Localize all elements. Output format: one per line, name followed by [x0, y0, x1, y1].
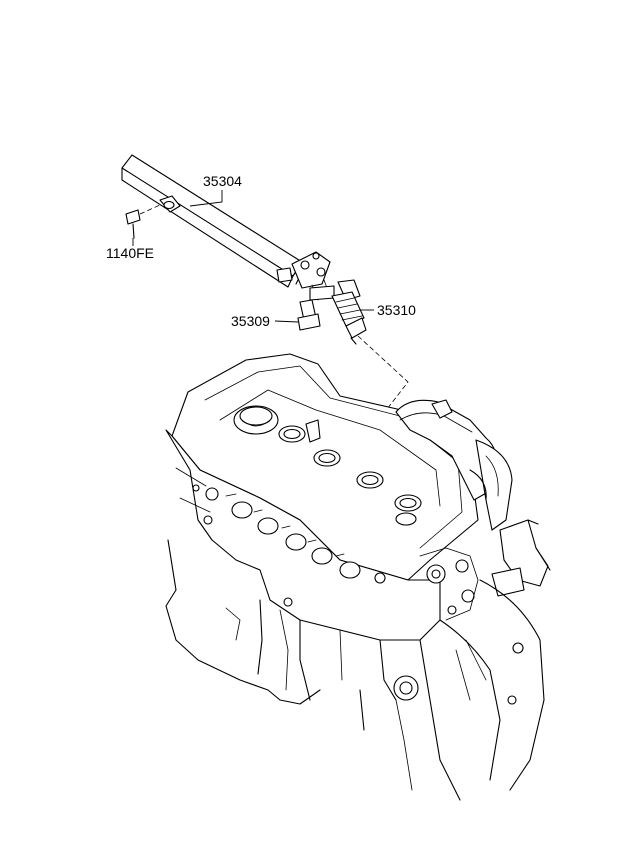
- callout-35309[interactable]: 35309: [231, 313, 270, 329]
- callout-35304[interactable]: 35304: [203, 173, 242, 189]
- bolt-part[interactable]: [125, 204, 161, 239]
- injector-part[interactable]: [317, 279, 409, 513]
- insulator-part[interactable]: [297, 299, 321, 331]
- callout-35310[interactable]: 35310: [377, 302, 416, 318]
- fuel-rail-part[interactable]: [121, 154, 335, 301]
- leader-lines: [132, 190, 374, 323]
- callout-1140fe[interactable]: 1140FE: [106, 245, 154, 261]
- engine-assembly: [165, 353, 551, 801]
